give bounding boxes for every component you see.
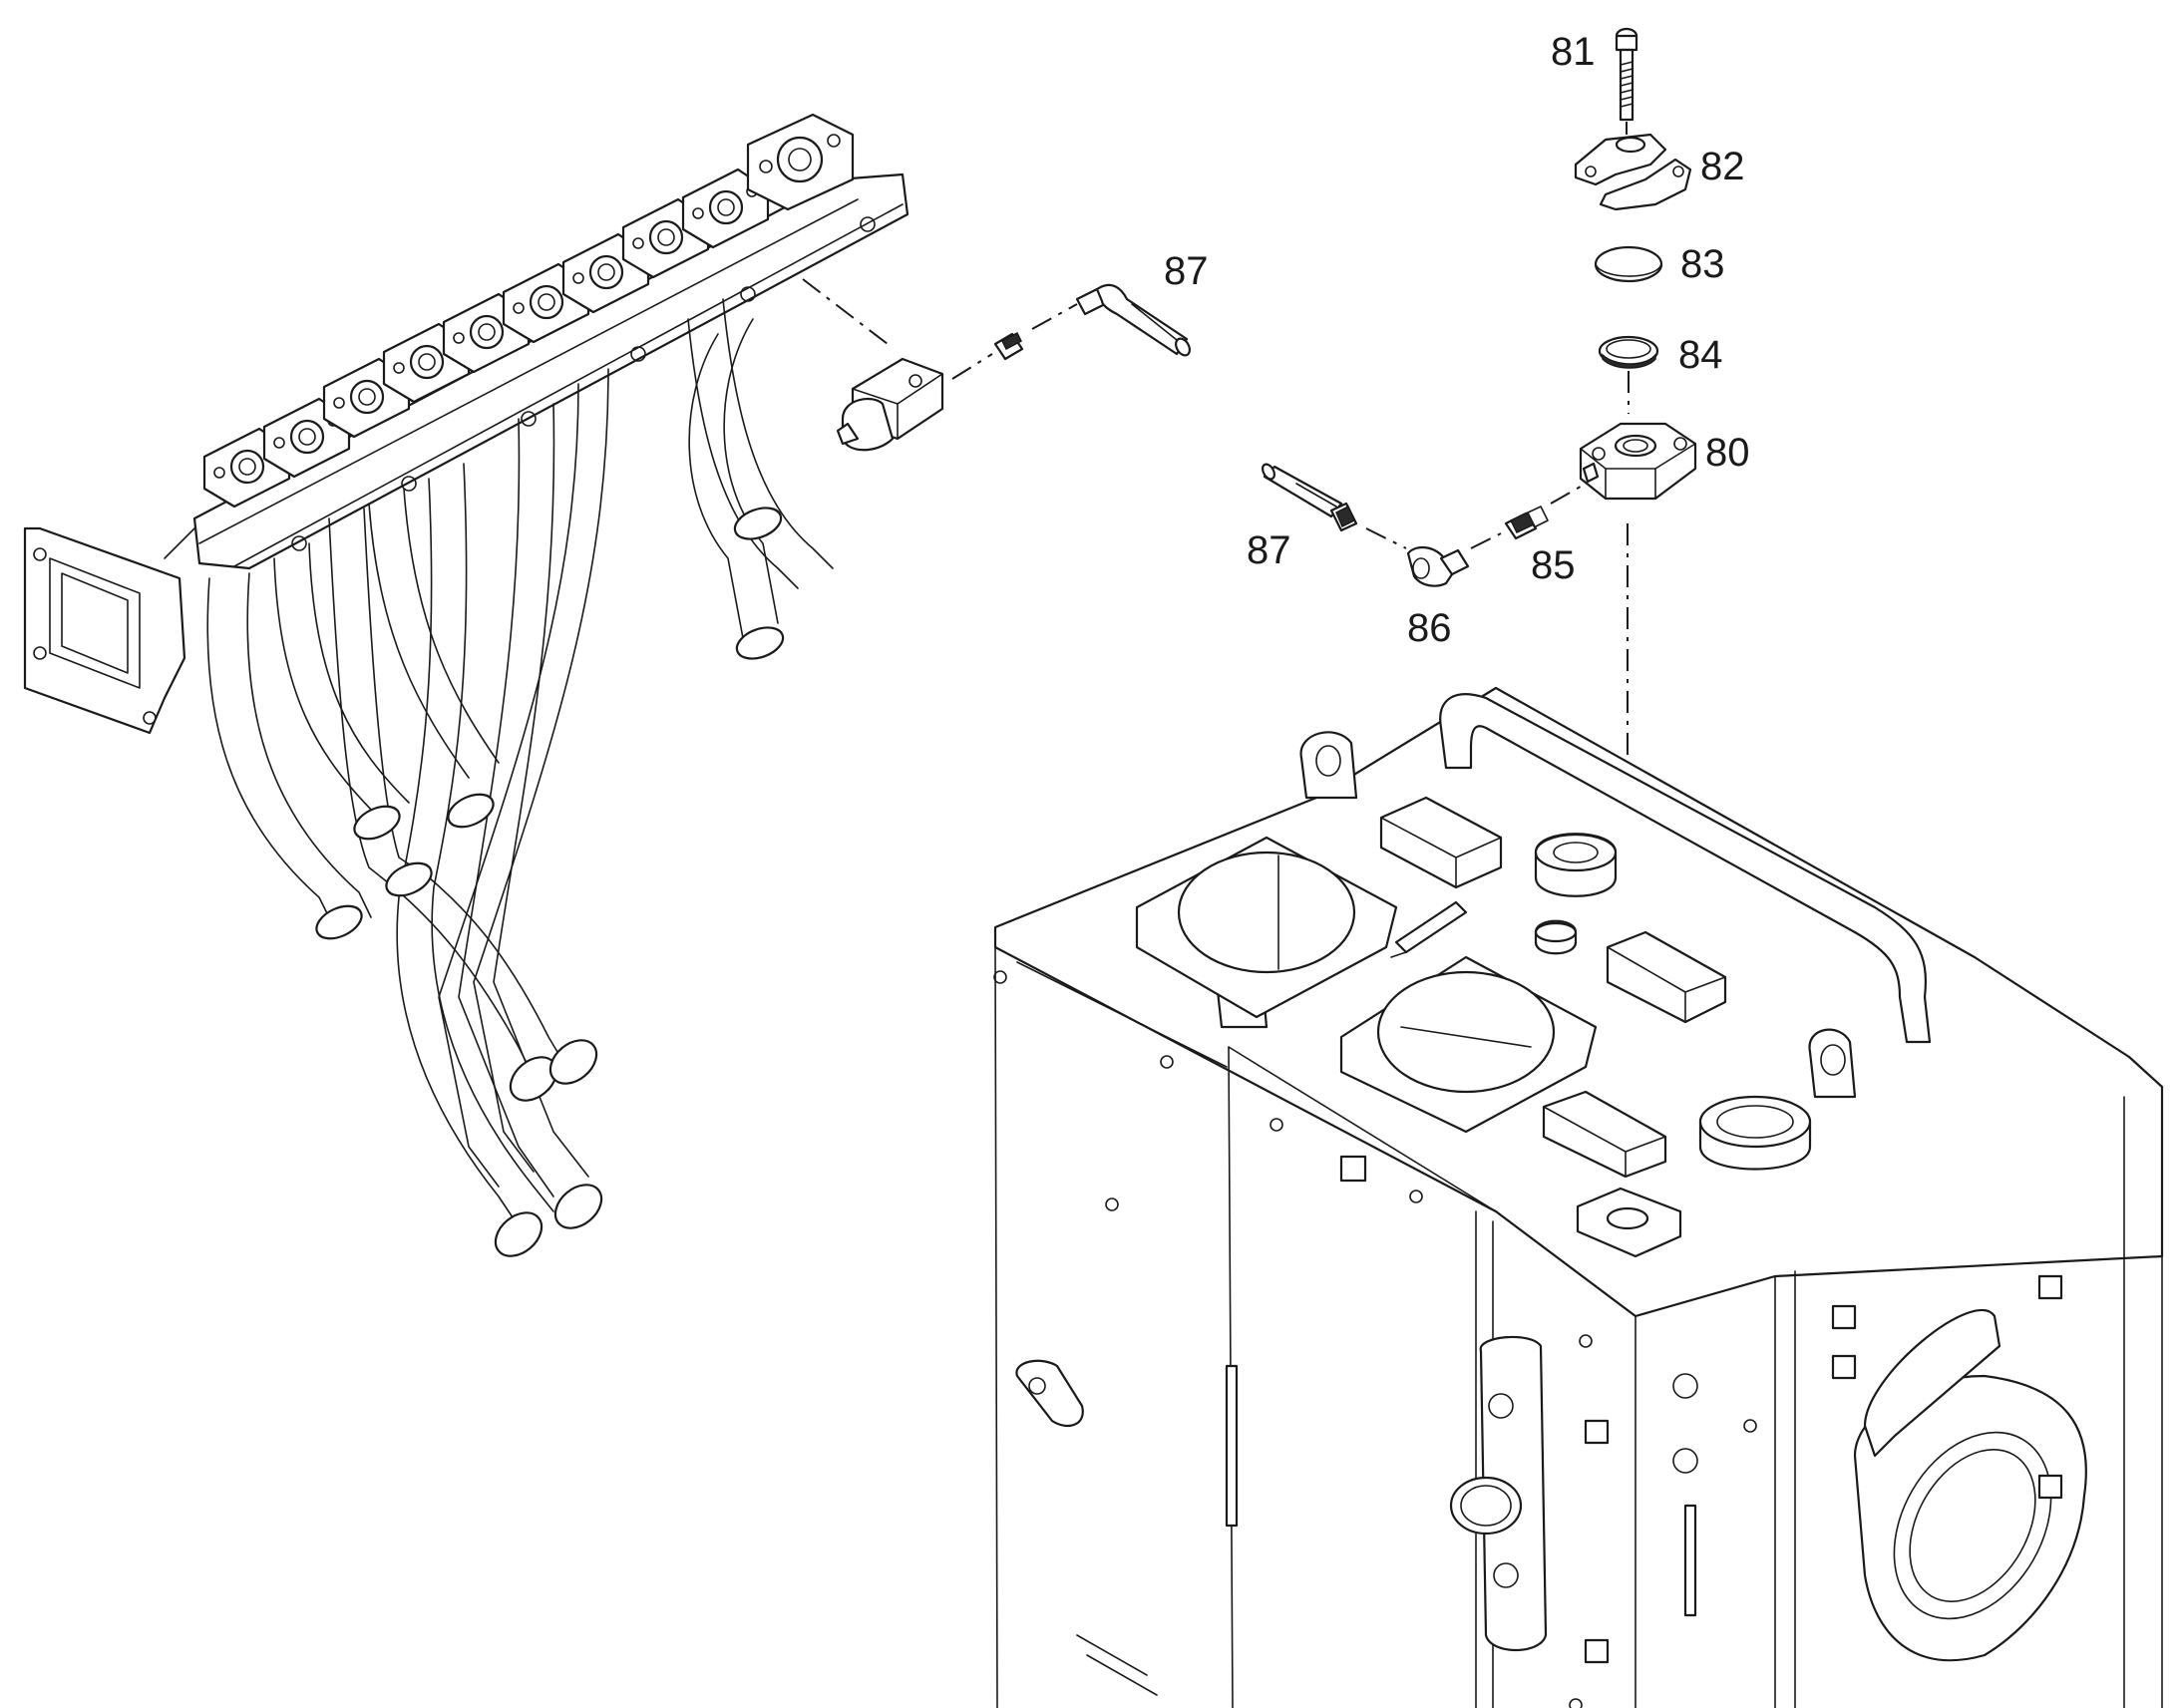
hydraulic-tubes xyxy=(206,298,834,1227)
callout-86: 86 xyxy=(1407,606,1452,650)
assembly-line-hose-lower xyxy=(1365,527,1407,549)
assembly-line-sensor xyxy=(802,278,889,345)
callout-84: 84 xyxy=(1678,333,1723,377)
callout-87-lower: 87 xyxy=(1247,528,1291,572)
o-ring-plate-83 xyxy=(1594,245,1663,283)
solenoid-sensor xyxy=(836,357,944,452)
assembly-line-hose xyxy=(1031,303,1078,330)
assembly-line-fitting-lower xyxy=(1470,532,1502,549)
valve-flange-row xyxy=(202,113,855,509)
straight-fitting-upper xyxy=(993,331,1024,361)
split-flange-clamp-82 xyxy=(1574,133,1692,211)
hose-assembly-lower xyxy=(1262,463,1358,532)
callout-83: 83 xyxy=(1680,242,1725,286)
mounting-plate xyxy=(23,517,205,735)
transmission-housing xyxy=(993,686,2164,1708)
hydraulic-manifold-assembly xyxy=(23,113,909,1257)
elbow-fitting-86 xyxy=(1406,545,1470,587)
callout-82: 82 xyxy=(1700,145,1745,188)
callout-80: 80 xyxy=(1705,431,1750,475)
manifold-bolts xyxy=(291,216,876,551)
callout-87-upper: 87 xyxy=(1164,249,1209,293)
manifold-bar xyxy=(192,172,909,570)
tube-end-fittings xyxy=(315,507,785,1257)
hose-assembly-upper xyxy=(1075,283,1191,357)
bolt-81 xyxy=(1615,27,1638,122)
callout-81: 81 xyxy=(1551,30,1596,74)
straight-fitting-85 xyxy=(1504,506,1549,540)
o-ring-84 xyxy=(1598,335,1659,369)
flange-adapter-80 xyxy=(1579,422,1697,501)
assembly-line-to-adapter xyxy=(1550,483,1587,505)
assembly-line-fitting xyxy=(951,353,993,380)
callout-labels: 81 82 83 84 80 87 87 85 86 xyxy=(1164,30,1750,650)
callout-85: 85 xyxy=(1531,543,1576,587)
